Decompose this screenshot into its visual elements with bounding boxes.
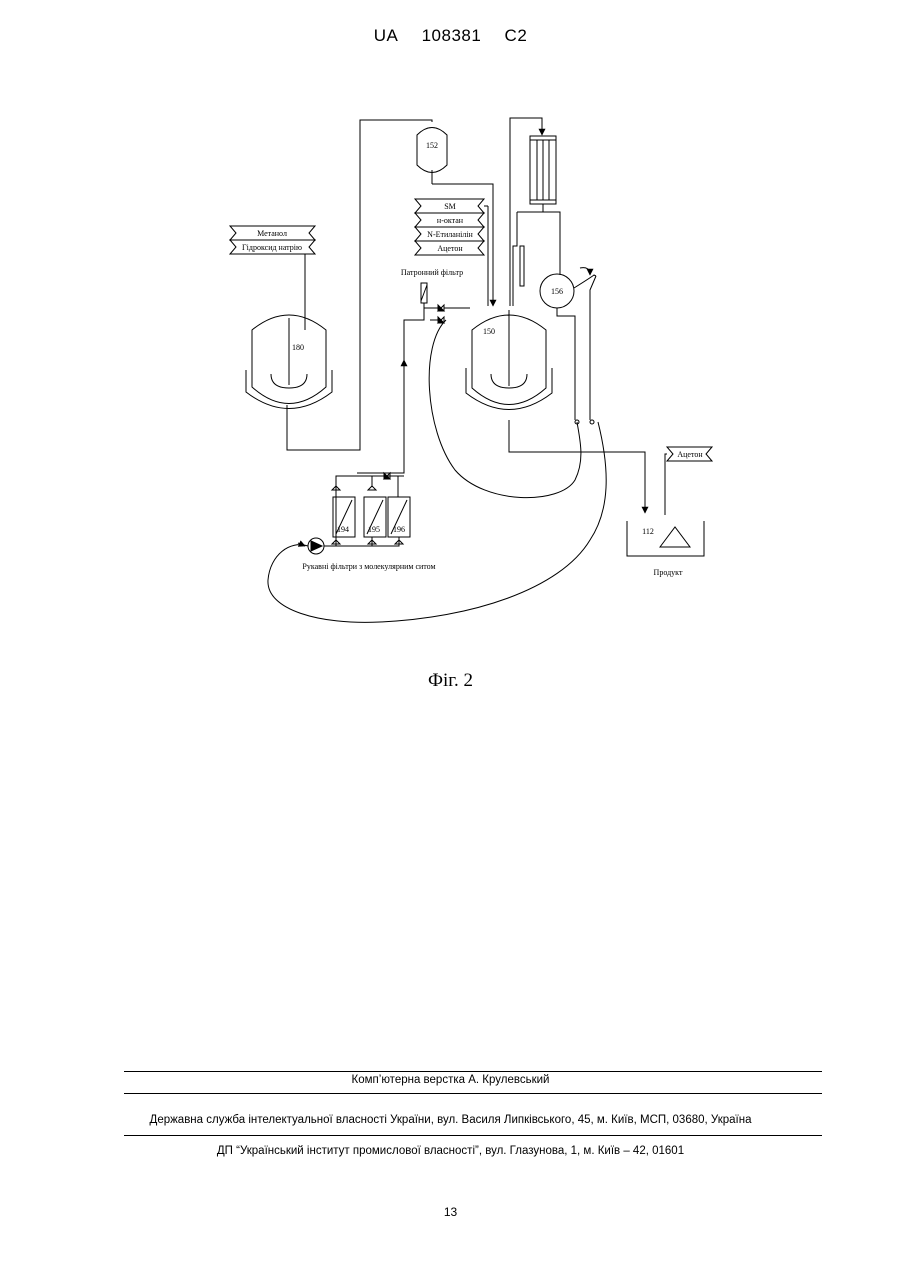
vessel-156-label: 156: [551, 287, 563, 296]
feed-tag-octane: н-октан: [437, 216, 464, 225]
vessel-156: 156: [540, 268, 596, 420]
cartridge-filter-label: Патронний фільтр: [401, 268, 463, 277]
product-label: Продукт: [654, 568, 683, 577]
product-vessel-112: 112 Продукт: [627, 521, 704, 577]
filter-194-label: 194: [337, 525, 349, 534]
feed-tag-sm: SM: [444, 202, 456, 211]
bag-filters: 194 195 196 Рукавні фільтри з молекулярн…: [302, 473, 435, 571]
footer-rule-2: [124, 1093, 822, 1094]
figure-caption: Фіг. 2: [0, 670, 901, 692]
vessel-180-label: 180: [292, 343, 304, 352]
vessel-112-label: 112: [642, 527, 654, 536]
layout-credit: Комп’ютерна верстка А. Крулевський: [0, 1074, 901, 1086]
cartridge-filter: Патронний фільтр: [401, 268, 470, 366]
vessel-152-label: 152: [426, 141, 438, 150]
feed-tags-left: Метанол Гідроксид натрію: [230, 226, 315, 254]
bag-filters-label: Рукавні фільтри з молекулярним ситом: [302, 562, 435, 571]
office-line: Державна служба інтелектуальної власност…: [0, 1114, 901, 1126]
page-number: 13: [0, 1205, 901, 1219]
institute-line: ДП “Український інститут промислової вла…: [0, 1145, 901, 1157]
valve-right: [590, 420, 594, 424]
filter-195-label: 195: [368, 525, 380, 534]
feed-tags-right: SM н-октан N-Етиланілін Ацетон: [415, 199, 484, 255]
acetone-tag: Ацетон: [665, 447, 712, 515]
feed-tag-ethylaniline: N-Етиланілін: [427, 230, 473, 239]
reactor-180: 180: [246, 315, 332, 409]
footer-rule-1: [124, 1071, 822, 1072]
filter-196-label: 196: [393, 525, 405, 534]
footer-rule-3: [124, 1135, 822, 1136]
feed-tag-sodium-hydroxide: Гідроксид натрію: [242, 243, 302, 252]
acetone-tag-label: Ацетон: [677, 450, 703, 459]
reactor-150: 150: [466, 310, 552, 410]
pump: [308, 538, 333, 554]
pipe-152-top: [287, 120, 432, 450]
vessel-150-label: 150: [483, 327, 495, 336]
return-loop: [429, 320, 581, 498]
feed-tag-methanol: Метанол: [257, 229, 287, 238]
vessel-152: 152: [417, 128, 447, 185]
pipe-150-to-product: [509, 420, 645, 513]
pipe-filters-up: [357, 365, 404, 473]
feed-tag-acetone: Ацетон: [437, 244, 463, 253]
